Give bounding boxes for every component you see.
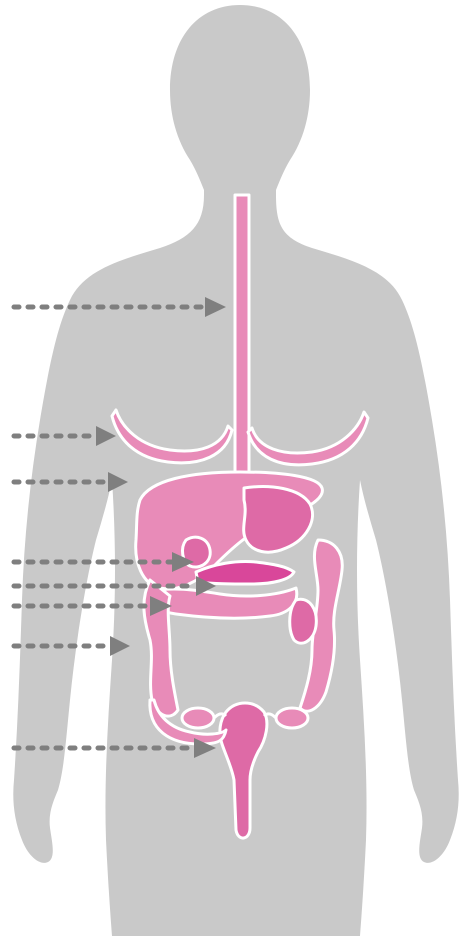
kidney [290,599,317,643]
head-shape [170,5,310,215]
ovary-right [276,708,308,728]
esophagus [235,195,249,495]
ovary-left [182,708,214,728]
